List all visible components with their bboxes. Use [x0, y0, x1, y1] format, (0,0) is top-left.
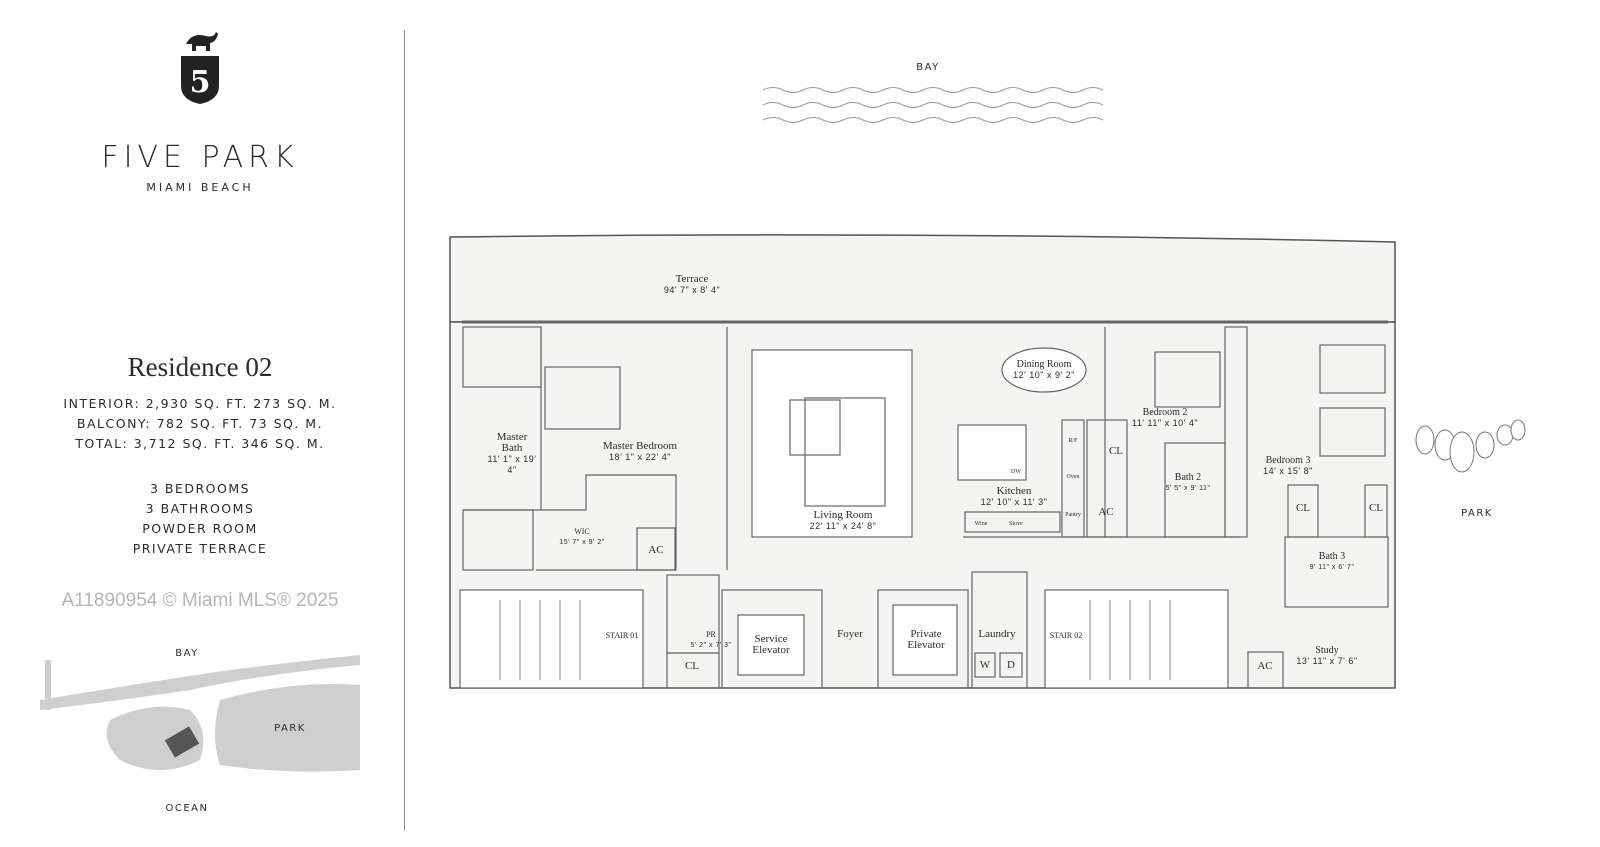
feature-bathrooms: 3 BATHROOMS: [145, 501, 255, 516]
watermark: A11890954 © Miami MLS® 2025: [61, 590, 339, 611]
wine-fridge: Wine: [974, 521, 988, 527]
room-dim: 15' 7" x 9' 2": [559, 539, 605, 546]
room-name: Bedroom 3: [1265, 455, 1311, 466]
room-dim: 11' 1" x 19' 4": [487, 454, 537, 475]
room-bath-2: Bath 2 5' 5" x 9' 11": [1166, 472, 1211, 494]
brand-location: MIAMI BEACH: [146, 181, 254, 194]
feature-bedrooms: 3 BEDROOMS: [149, 481, 251, 496]
bay-waves: [762, 87, 1104, 123]
terrace-outline: [449, 234, 1396, 323]
room-name: Master Bedroom: [602, 440, 678, 452]
dryer: D: [1007, 659, 1015, 671]
closet-bedroom-3a: CL: [1295, 502, 1311, 514]
room-dim: 5' 2" x 7' 3": [690, 642, 732, 649]
site-map-park: PARK: [274, 723, 306, 734]
room-dim: 94' 7" x 8' 4": [663, 285, 721, 295]
laundry: Laundry: [978, 628, 1016, 640]
feature-powder-room: POWDER ROOM: [142, 521, 258, 536]
park-trees: [1415, 419, 1526, 473]
room-name: Bedroom 2: [1142, 407, 1188, 418]
room-name: WIC: [574, 527, 590, 536]
feature-terrace: PRIVATE TERRACE: [132, 541, 268, 556]
room-name: Living Room: [813, 509, 873, 521]
ac-study: AC: [1257, 660, 1273, 672]
interior-area: INTERIOR: 2,930 SQ. FT. 273 SQ. M.: [63, 396, 337, 411]
room-bath-3: Bath 3 9' 11" x 6' 7": [1310, 551, 1355, 573]
private-elevator: Private Elevator: [907, 628, 945, 651]
site-map-bay: BAY: [175, 648, 199, 659]
site-map: [40, 655, 360, 772]
residence-title: Residence 02: [127, 352, 273, 382]
panel-divider: [404, 30, 405, 830]
room-dim: 12' 10" x 11' 3": [980, 497, 1048, 507]
pantry: Pantry: [1065, 512, 1081, 518]
plan-bay-label: BAY: [916, 62, 940, 73]
dishwasher: DW: [1011, 469, 1021, 475]
ac-kitchen: AC: [1098, 506, 1114, 518]
washer: W: [979, 659, 991, 671]
stair-01: STAIR 01: [605, 631, 639, 640]
stair-02: STAIR 02: [1049, 631, 1083, 640]
room-wic: WIC 15' 7" x 9' 2": [559, 526, 604, 548]
service-elevator: Service Elevator: [752, 633, 790, 656]
room-powder-room: PR 5' 2" x 7' 3": [691, 629, 732, 651]
room-name: Bath 2: [1174, 472, 1202, 483]
plan-park-label: PARK: [1461, 508, 1493, 519]
room-dim: 9' 11" x 6' 7": [1309, 564, 1355, 571]
room-name: Terrace: [675, 273, 709, 285]
room-name: Study: [1315, 645, 1339, 656]
building-marker: [164, 726, 200, 758]
closet-bedroom-2: CL: [1108, 445, 1124, 457]
room-name: Dining Room: [1016, 359, 1072, 370]
closet-bedroom-3b: CL: [1368, 502, 1384, 514]
room-name: Bath 3: [1318, 551, 1346, 562]
room-dim: 14' x 15' 8": [1263, 466, 1313, 476]
room-dim: 18' 1" x 22' 4": [609, 452, 671, 462]
foyer: Foyer: [837, 628, 863, 640]
ac-master: AC: [648, 544, 664, 556]
refrigerator: R/F: [1068, 438, 1078, 444]
brand-name: FIVE PARK: [101, 140, 299, 175]
room-dim: 12' 10" x 9' 2": [1013, 370, 1075, 380]
oven: Oven: [1066, 474, 1080, 480]
room-dim: 22' 11" x 24' 8": [809, 521, 877, 531]
total-area: TOTAL: 3,712 SQ. FT. 346 SQ. M.: [75, 436, 325, 451]
closet-foyer: CL: [684, 660, 700, 672]
room-name: Master Bath: [496, 431, 528, 454]
balcony-area: BALCONY: 782 SQ. FT. 73 SQ. M.: [76, 416, 324, 431]
room-dim: 13' 11" x 7' 6": [1296, 656, 1358, 666]
stove: Stove: [1009, 521, 1023, 527]
room-dim: 11' 11" x 10' 4": [1131, 418, 1199, 428]
logo: 5: [178, 30, 222, 106]
room-dim: 5' 5" x 9' 11": [1165, 485, 1211, 492]
room-name: PR: [706, 630, 716, 639]
site-map-ocean: OCEAN: [165, 803, 209, 814]
elephant-shield-5-icon: 5: [181, 32, 219, 104]
svg-text:5: 5: [190, 65, 211, 100]
room-name: Kitchen: [996, 485, 1032, 497]
